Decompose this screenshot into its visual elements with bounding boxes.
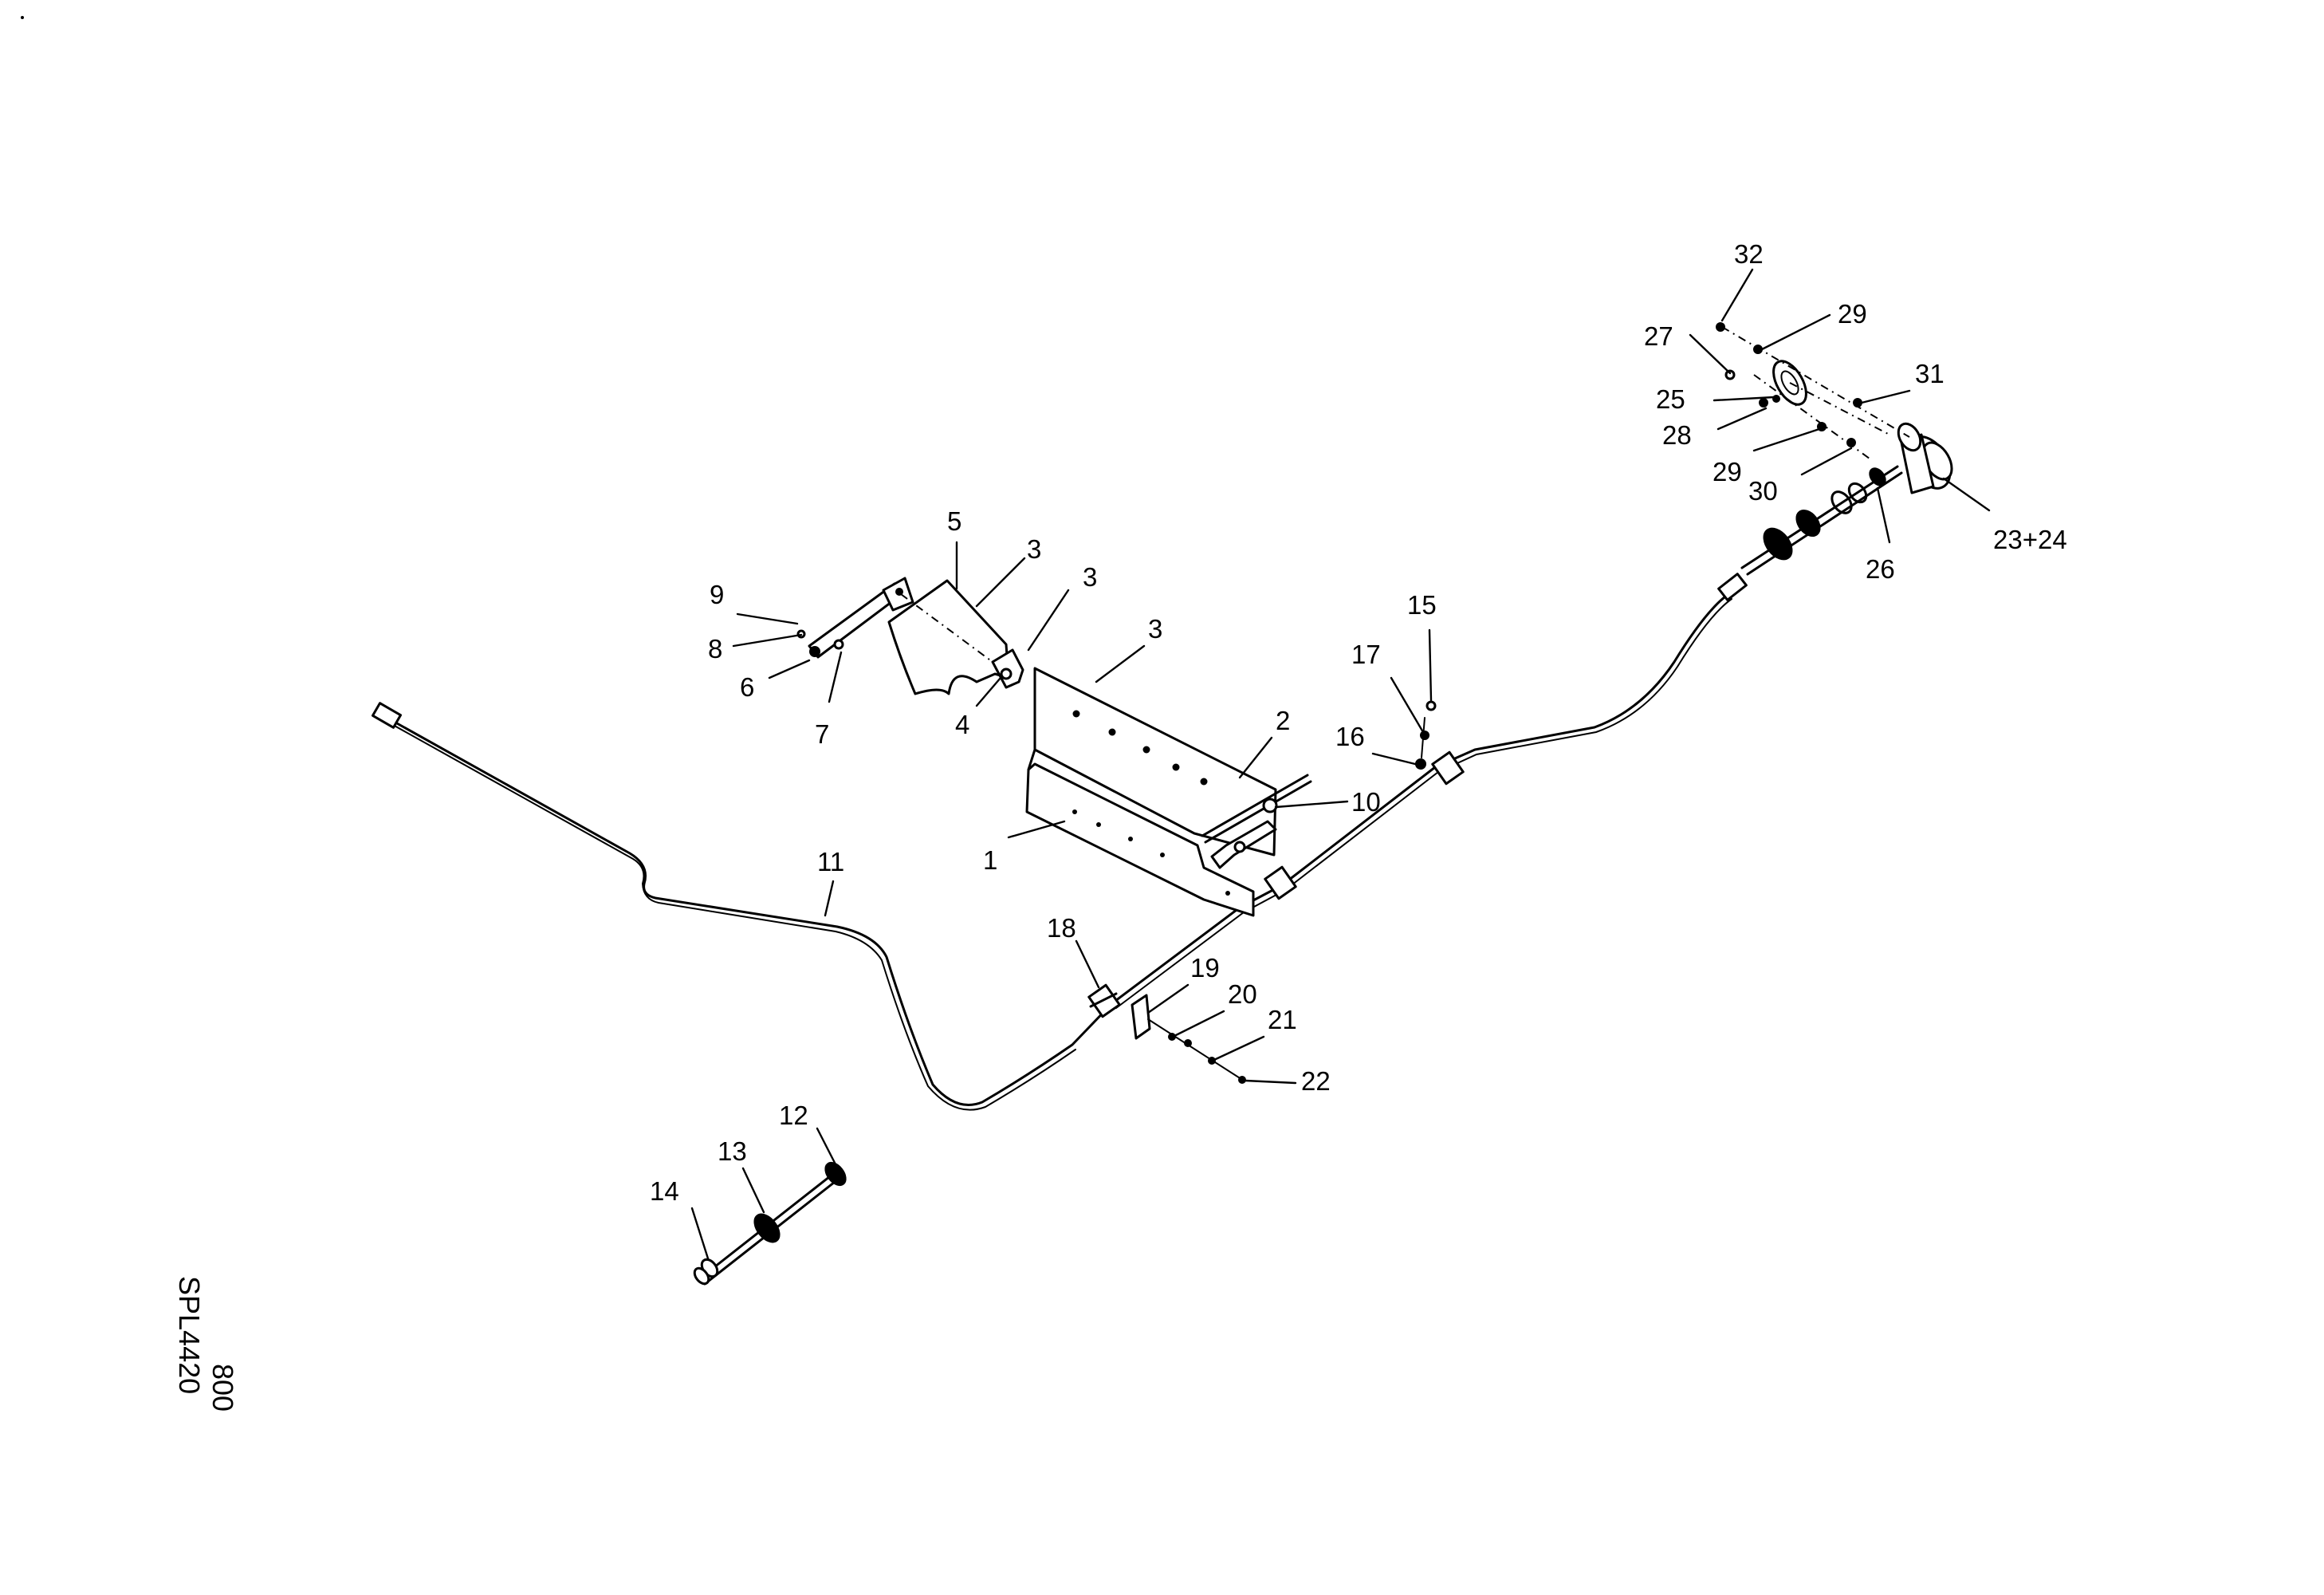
callout-3c: 3 (1148, 614, 1162, 644)
callout-2: 2 (1276, 706, 1290, 735)
callout-16: 16 (1335, 722, 1365, 751)
callout-25: 25 (1656, 384, 1685, 414)
callout-11: 11 (817, 847, 844, 876)
bracket-plate-assembly (1025, 667, 1312, 917)
lower-pipe-12-13-14 (693, 1161, 847, 1286)
callout-5: 5 (947, 506, 961, 536)
drawing-code-page: 800 (206, 1364, 239, 1412)
callout-15: 15 (1407, 590, 1437, 620)
callout-9: 9 (710, 580, 724, 609)
leader-lines (690, 268, 1991, 1260)
callout-4: 4 (955, 710, 969, 739)
callout-21: 21 (1268, 1005, 1297, 1034)
callout-14: 14 (650, 1176, 679, 1206)
brake-cylinder-assembly (1716, 322, 1953, 576)
callout-18: 18 (1047, 913, 1076, 943)
callout-32: 32 (1734, 239, 1764, 269)
callout-19: 19 (1190, 953, 1220, 983)
callout-29b: 29 (1713, 457, 1742, 486)
pipe-clip-18 (1087, 983, 1121, 1018)
callout-7: 7 (815, 719, 829, 749)
drawing-code-number: SPL4420 (173, 1276, 206, 1394)
callout-31: 31 (1915, 359, 1945, 388)
callout-28: 28 (1662, 420, 1692, 450)
pipe-clip-15 (1431, 750, 1465, 786)
drawing-code: SPL4420 800 (173, 1276, 239, 1412)
callout-13: 13 (718, 1136, 747, 1166)
upper-linkage (796, 577, 1024, 695)
callout-1: 1 (983, 845, 997, 875)
callout-17: 17 (1351, 640, 1381, 669)
callout-29a: 29 (1838, 299, 1867, 329)
pipe-clip-mid (1264, 865, 1297, 900)
callout-3a: 3 (1027, 534, 1041, 564)
callout-30: 30 (1748, 476, 1778, 506)
callout-23-24: 23+24 (1993, 525, 2067, 554)
callout-27: 27 (1644, 321, 1673, 351)
callout-6: 6 (740, 672, 754, 702)
callout-22: 22 (1301, 1066, 1331, 1096)
callout-20: 20 (1228, 979, 1257, 1009)
hardware-15-16-17 (1415, 700, 1437, 770)
callout-12: 12 (779, 1101, 808, 1130)
callout-10: 10 (1351, 787, 1381, 817)
callout-8: 8 (708, 634, 722, 664)
callouts: 1 2 3 3 3 4 5 6 7 8 9 10 11 12 13 14 15 … (650, 239, 2067, 1206)
pipe-assembly-11 (372, 573, 1748, 1111)
corner-mark (21, 16, 24, 19)
callout-26: 26 (1866, 554, 1895, 584)
hardware-19-22 (1131, 994, 1246, 1084)
callout-3b: 3 (1083, 562, 1097, 592)
